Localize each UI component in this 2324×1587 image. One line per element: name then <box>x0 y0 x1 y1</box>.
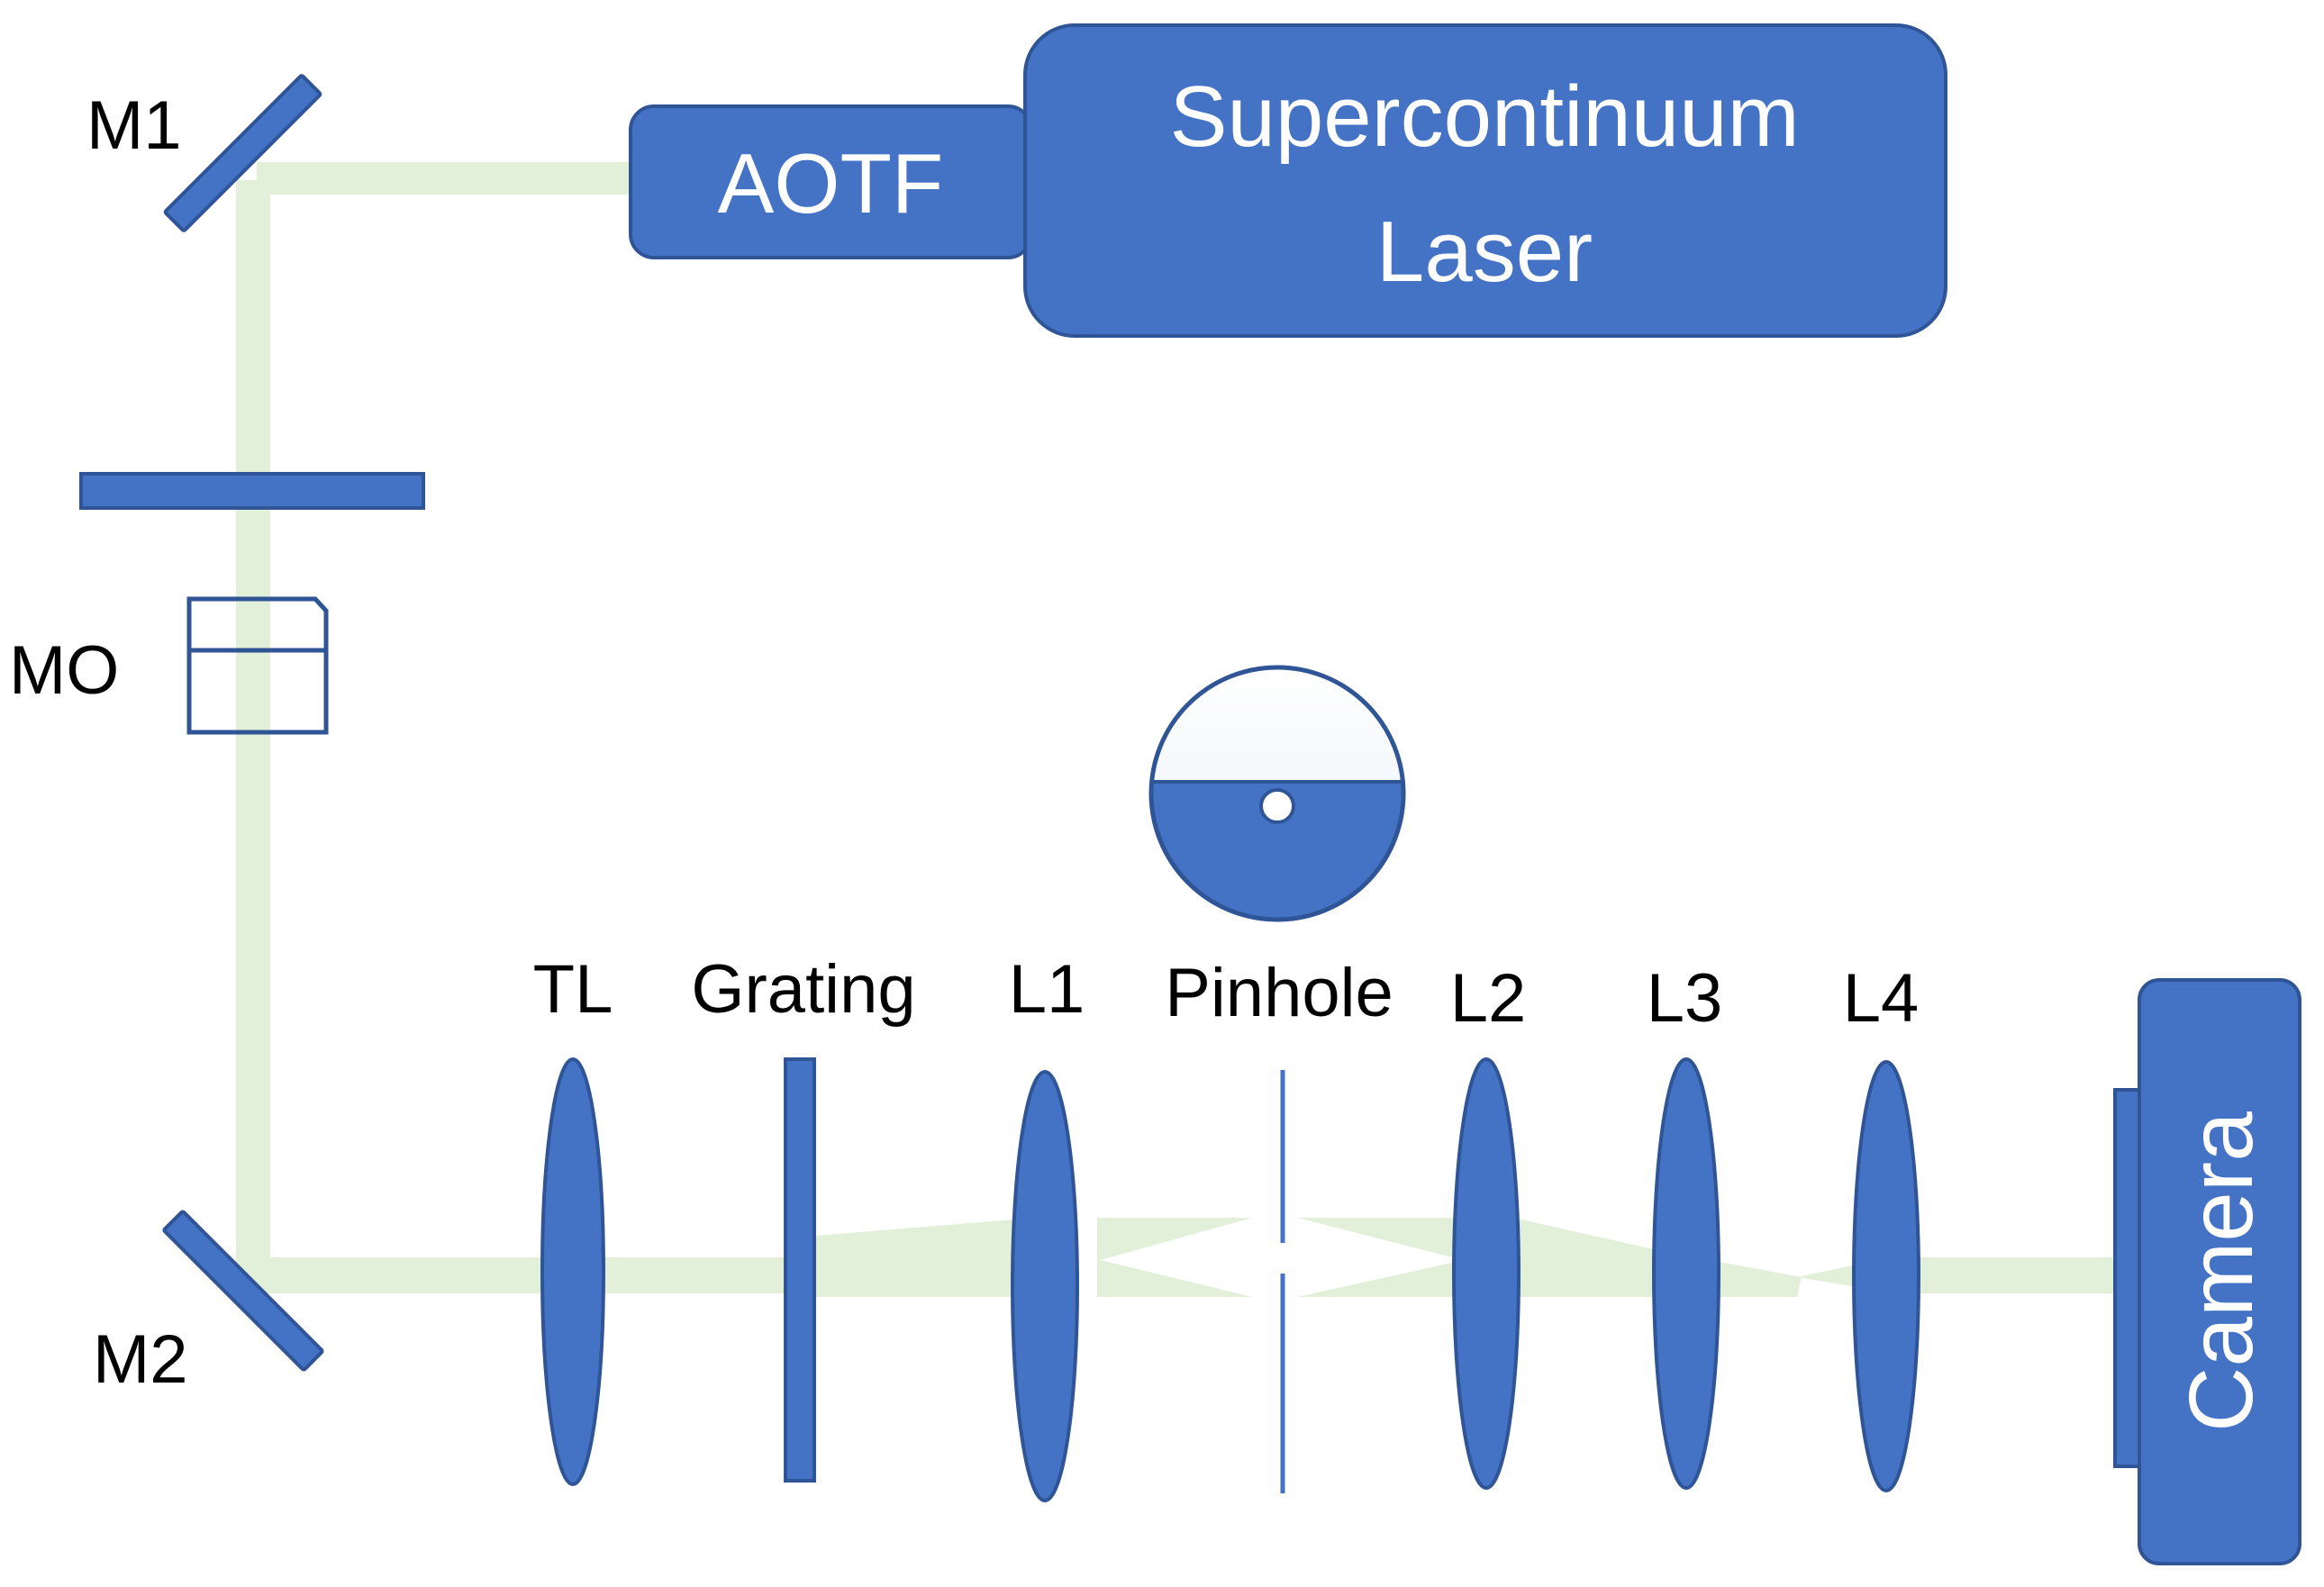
beam-grating-to-l1 <box>815 1218 1036 1297</box>
camera-body: Camera <box>2113 978 2301 1565</box>
microscope-objective <box>186 596 329 735</box>
pinhole-illustration <box>1148 665 1406 922</box>
pinhole-aperture <box>1259 788 1295 824</box>
laser-box: Supercontinuum Laser <box>1023 23 1947 338</box>
lens-l3 <box>1652 1057 1720 1490</box>
laser-label-line1: Supercontinuum <box>1169 68 1799 165</box>
grating-plate <box>784 1057 816 1483</box>
lens-tl <box>540 1057 605 1486</box>
laser-label-line2: Laser <box>1376 204 1593 300</box>
lens-l2 <box>1452 1057 1521 1490</box>
filter-plate <box>79 472 425 510</box>
lens-l1 <box>1011 1070 1079 1502</box>
label-grating: Grating <box>691 951 915 1028</box>
beam-pinhole-to-l2-b <box>1297 1261 1459 1297</box>
beam-l1-to-pinhole-a <box>1097 1218 1252 1261</box>
label-pinhole: Pinhole <box>1165 955 1393 1031</box>
label-mo: MO <box>9 632 119 709</box>
lens-l4 <box>1852 1060 1920 1492</box>
beam-l1-to-pinhole-b <box>1097 1259 1252 1297</box>
mirror-m1 <box>163 74 322 232</box>
aotf-label: AOTF <box>718 136 944 231</box>
label-l1: L1 <box>1009 951 1085 1028</box>
camera-label: Camera <box>2171 1111 2272 1432</box>
mirror-m2 <box>162 1210 324 1372</box>
label-l4: L4 <box>1843 960 1920 1037</box>
beam-segment-bottom <box>257 1257 815 1293</box>
label-l3: L3 <box>1647 960 1723 1037</box>
label-l2: L2 <box>1450 960 1527 1037</box>
beam-pinhole-to-l2-a <box>1297 1218 1459 1259</box>
aotf-box: AOTF <box>629 104 1033 259</box>
label-m1: M1 <box>86 87 182 164</box>
label-m2: M2 <box>93 1321 188 1398</box>
beam-segment-top <box>257 162 635 195</box>
label-tl: TL <box>533 951 613 1028</box>
